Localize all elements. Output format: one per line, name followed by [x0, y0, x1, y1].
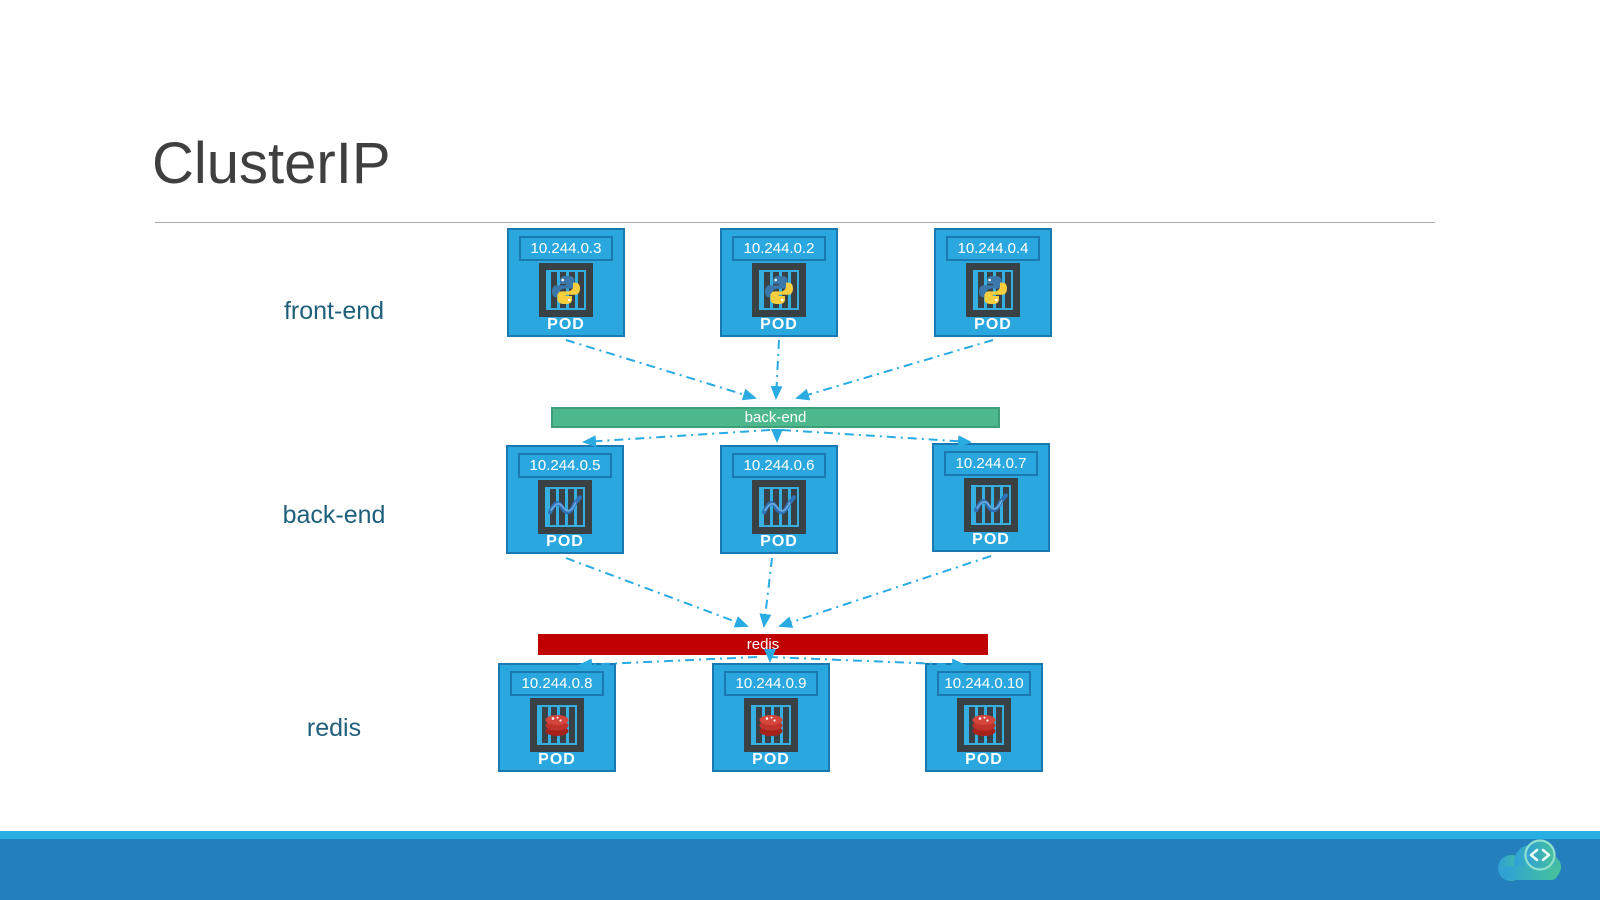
service-redis-bar: redis — [538, 634, 988, 655]
pod-backend-1: 10.244.0.5 POD — [506, 445, 624, 554]
pod-caption: POD — [547, 316, 585, 333]
row-label-redis: redis — [306, 714, 362, 742]
pod-backend-2: 10.244.0.6 POD — [720, 445, 838, 554]
service-backend-bar: back-end — [551, 407, 1000, 428]
pod-caption: POD — [974, 316, 1012, 333]
pod-caption: POD — [752, 751, 790, 768]
cloud-code-logo-icon — [1498, 839, 1561, 881]
dotnet-wave-icon — [762, 495, 796, 515]
container-icon — [957, 698, 1011, 752]
pod-caption: POD — [546, 533, 584, 550]
container-icon — [752, 263, 806, 317]
pod-ip: 10.244.0.6 — [732, 453, 826, 478]
pod-ip: 10.244.0.9 — [724, 671, 818, 696]
row-label-frontend: front-end — [283, 297, 385, 325]
python-icon — [552, 276, 580, 304]
redis-icon — [545, 715, 569, 736]
pod-ip: 10.244.0.5 — [518, 453, 612, 478]
footer-bar — [0, 839, 1600, 900]
dotnet-wave-icon — [548, 495, 582, 515]
row-label-backend: back-end — [282, 501, 386, 529]
container-icon — [752, 480, 806, 534]
pod-redis-1: 10.244.0.8 POD — [498, 663, 616, 772]
container-icon — [539, 263, 593, 317]
pod-caption: POD — [760, 316, 798, 333]
container-icon — [966, 263, 1020, 317]
redis-icon — [759, 715, 783, 736]
container-icon — [744, 698, 798, 752]
pod-caption: POD — [965, 751, 1003, 768]
pod-ip: 10.244.0.7 — [944, 451, 1038, 476]
dotnet-wave-icon — [974, 493, 1008, 513]
pod-redis-3: 10.244.0.10 POD — [925, 663, 1043, 772]
redis-icon — [972, 715, 996, 736]
service-redis-label: redis — [746, 636, 780, 653]
pod-ip: 10.244.0.10 — [937, 671, 1031, 696]
pod-caption: POD — [538, 751, 576, 768]
pod-frontend-3: 10.244.0.4 POD — [934, 228, 1052, 337]
python-icon — [979, 276, 1007, 304]
container-icon — [538, 480, 592, 534]
container-bars-icon — [971, 485, 1011, 525]
container-icon — [964, 478, 1018, 532]
pod-ip: 10.244.0.3 — [519, 236, 613, 261]
pod-ip: 10.244.0.8 — [510, 671, 604, 696]
page-title: ClusterIP — [152, 131, 391, 196]
pod-caption: POD — [760, 533, 798, 550]
title-divider — [155, 222, 1435, 223]
pod-backend-3: 10.244.0.7 POD — [932, 443, 1050, 552]
pod-redis-2: 10.244.0.9 POD — [712, 663, 830, 772]
pod-ip: 10.244.0.4 — [946, 236, 1040, 261]
container-bars-icon — [751, 705, 791, 745]
service-backend-label: back-end — [744, 409, 807, 426]
pod-frontend-2: 10.244.0.2 POD — [720, 228, 838, 337]
container-icon — [530, 698, 584, 752]
pod-ip: 10.244.0.2 — [732, 236, 826, 261]
pod-frontend-1: 10.244.0.3 POD — [507, 228, 625, 337]
pod-caption: POD — [972, 531, 1010, 548]
footer-stripe — [0, 831, 1600, 839]
python-icon — [765, 276, 793, 304]
